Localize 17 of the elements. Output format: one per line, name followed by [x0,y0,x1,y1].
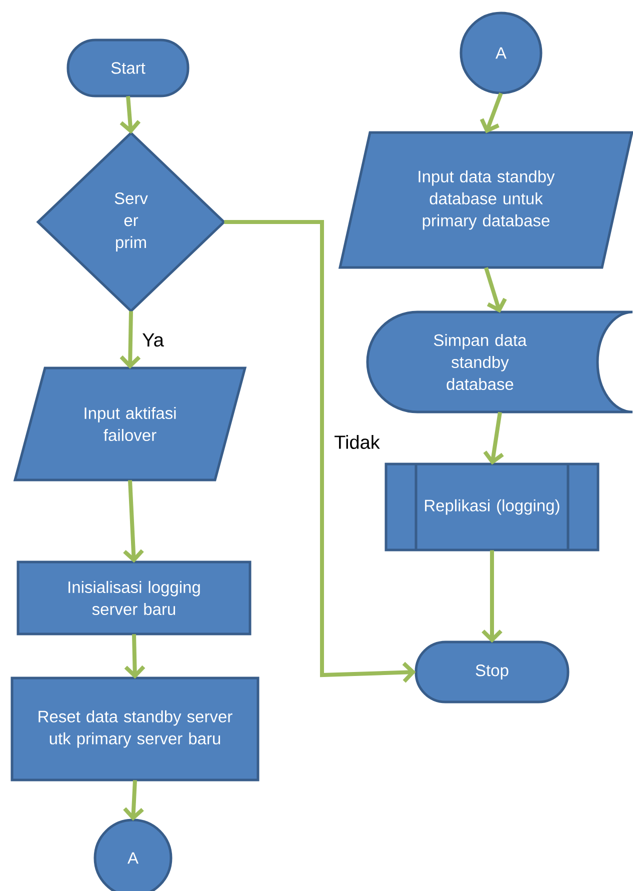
terminator-box: Start [66,38,190,98]
process-box: Reset data standby server utk primary server baru [10,676,260,782]
edge-label: Tidak [333,434,381,450]
arrow [482,550,502,643]
arrow [484,267,507,313]
arrow [120,96,141,134]
process-box: Inisialisasi logging server baru [16,560,252,636]
edge-label: Ya [141,332,165,348]
arrow [124,634,146,679]
predefined-process-box: Replikasi (logging) [384,462,600,552]
arrow [120,311,141,369]
arrow [123,480,144,563]
arrow [224,220,416,683]
arrow [483,412,504,465]
arrow [123,780,144,821]
terminator-box: Stop [414,640,570,704]
arrow [480,92,503,134]
